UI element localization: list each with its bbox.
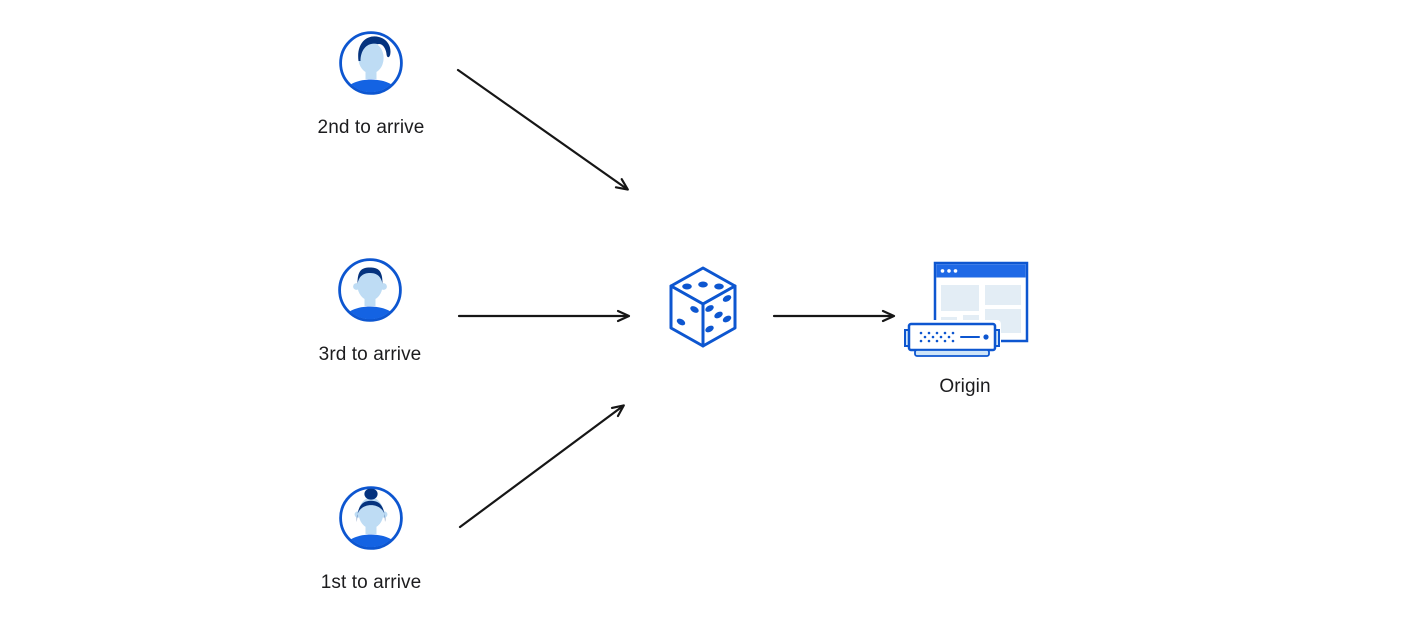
user-node-1st: 1st to arrive xyxy=(291,485,451,594)
user-label-1st: 1st to arrive xyxy=(320,572,422,593)
randomizer-node xyxy=(668,266,738,348)
arrow-user1st-to-dice xyxy=(458,404,625,529)
server-icon xyxy=(903,320,1001,357)
user-node-3rd: 3rd to arrive xyxy=(290,257,450,366)
arrow-user2nd-to-dice xyxy=(456,68,629,191)
user-label-2nd: 2nd to arrive xyxy=(317,117,425,138)
user-label-3rd: 3rd to arrive xyxy=(318,344,422,365)
origin-server-icon xyxy=(903,261,1029,357)
male-swept-hair-avatar-icon xyxy=(339,31,403,95)
user-node-2nd: 2nd to arrive xyxy=(291,30,451,139)
origin-node: Origin xyxy=(885,260,1045,398)
female-bun-hair-avatar-icon xyxy=(339,486,403,550)
dice-icon xyxy=(669,266,737,348)
browser-window-icon xyxy=(933,261,1029,343)
origin-label: Origin xyxy=(939,376,991,397)
male-short-hair-avatar-icon xyxy=(338,258,402,322)
